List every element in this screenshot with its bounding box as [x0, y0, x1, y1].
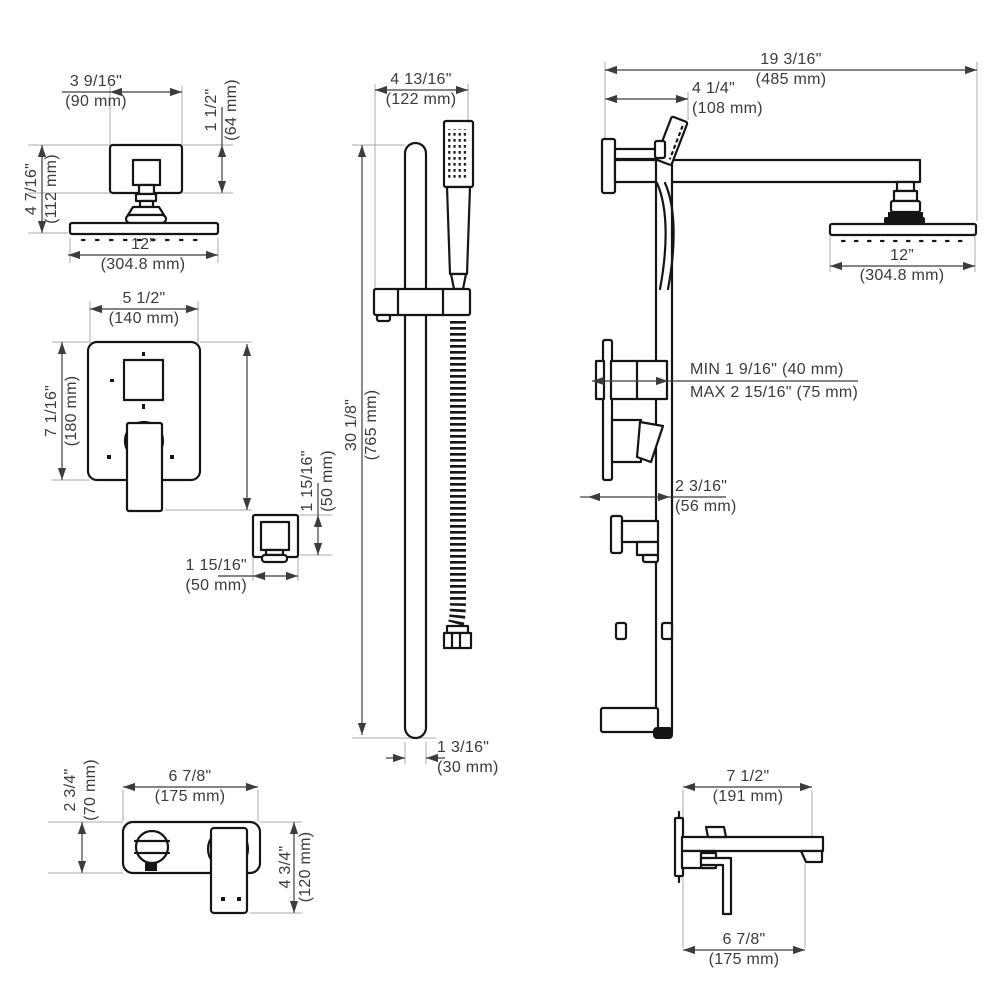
dim-system-head: 12” (304.8 mm)	[859, 247, 945, 284]
dim-system-bar-offset: 4 1/4" (108 mm)	[692, 80, 763, 117]
valve-side-lever	[635, 420, 665, 464]
dim-spout-reach: 7 1/2" (191 mm)	[712, 768, 784, 805]
dim-system-width: 19 3/16" (485 mm)	[755, 51, 827, 88]
dim-showerhead-width: 3 9/16" (90 mm)	[65, 73, 127, 110]
dim-volume-control-width: 1 15/16" (50 mm)	[185, 557, 247, 594]
view-volume-control	[251, 513, 300, 564]
dim-filler-width: 6 7/8" (175 mm)	[154, 768, 226, 805]
dim-showerhead-drop: 1 1/2" (64 mm)	[203, 79, 240, 141]
valve-side-plate	[601, 338, 614, 482]
volume-control-knob	[259, 520, 291, 552]
arm-wall-plate	[600, 137, 617, 195]
slide-bar	[403, 141, 428, 740]
view-tubfiller-front	[121, 820, 262, 915]
view-handshower-bar	[372, 119, 475, 740]
shower-hose	[447, 321, 466, 630]
dim-bar-offset: 4 13/16" (122 mm)	[385, 71, 457, 108]
dim-bar-diameter: 1 3/16" (30 mm)	[437, 739, 499, 776]
dim-showerhead-face: 12” (304.8 mm)	[100, 236, 186, 273]
showerhead-arm-mount	[131, 158, 162, 187]
dim-filler-height: 4 3/4" (120 mm)	[277, 831, 314, 903]
spout-outlet	[799, 849, 824, 864]
view-valve-front	[86, 340, 202, 513]
dim-holder-offset: 2 3/16" (56 mm)	[675, 478, 737, 515]
valve-side-body	[609, 359, 669, 401]
shower-arm	[613, 158, 922, 184]
diverter-knob	[122, 358, 165, 402]
dim-valve-depth-min: MIN 1 9/16" (40 mm)	[690, 361, 844, 378]
hot-mark	[107, 455, 111, 459]
bar-foot	[653, 727, 673, 739]
dim-valve-depth-max: MAX 2 15/16" (75 mm)	[690, 384, 859, 401]
dim-valve-height: 7 1/16" (180 mm)	[43, 375, 80, 447]
hose-nut	[442, 631, 473, 650]
handshower-holder-side	[609, 514, 660, 564]
view-showerhead-front	[68, 143, 220, 242]
bottom-bracket	[599, 706, 660, 734]
showerhead-side-face	[828, 222, 978, 237]
dim-showerhead-height: 4 7/16" (112 mm)	[23, 154, 60, 224]
filler-handle	[209, 826, 249, 915]
dim-bar-length: 30 1/8" (765 mm)	[343, 389, 380, 461]
filler-side-spout	[680, 835, 825, 853]
view-system-side	[594, 115, 978, 739]
filler-spout-front	[134, 829, 170, 865]
dim-spout-length: 6 7/8" (175 mm)	[708, 931, 780, 968]
slider-bracket	[372, 287, 472, 317]
dim-valve-width: 5 1/2" (140 mm)	[108, 290, 180, 327]
dim-volume-control-height: 1 15/16" (50 mm)	[299, 450, 336, 512]
cold-mark	[170, 455, 174, 459]
filler-side-lever	[699, 856, 733, 916]
dimension-lines	[37, 65, 977, 955]
ball-joint	[884, 180, 925, 224]
view-tubfiller-side	[673, 810, 825, 916]
showerhead-stem	[126, 205, 166, 217]
valve-lever-handle	[125, 421, 164, 513]
extension-lines	[28, 62, 978, 948]
hose-side	[655, 181, 667, 291]
handshower-handle	[445, 185, 472, 276]
dim-filler-plate-height: 2 3/4" (70 mm)	[62, 759, 99, 821]
showerhead-face	[68, 221, 220, 236]
handshower-spray-face	[448, 129, 469, 179]
